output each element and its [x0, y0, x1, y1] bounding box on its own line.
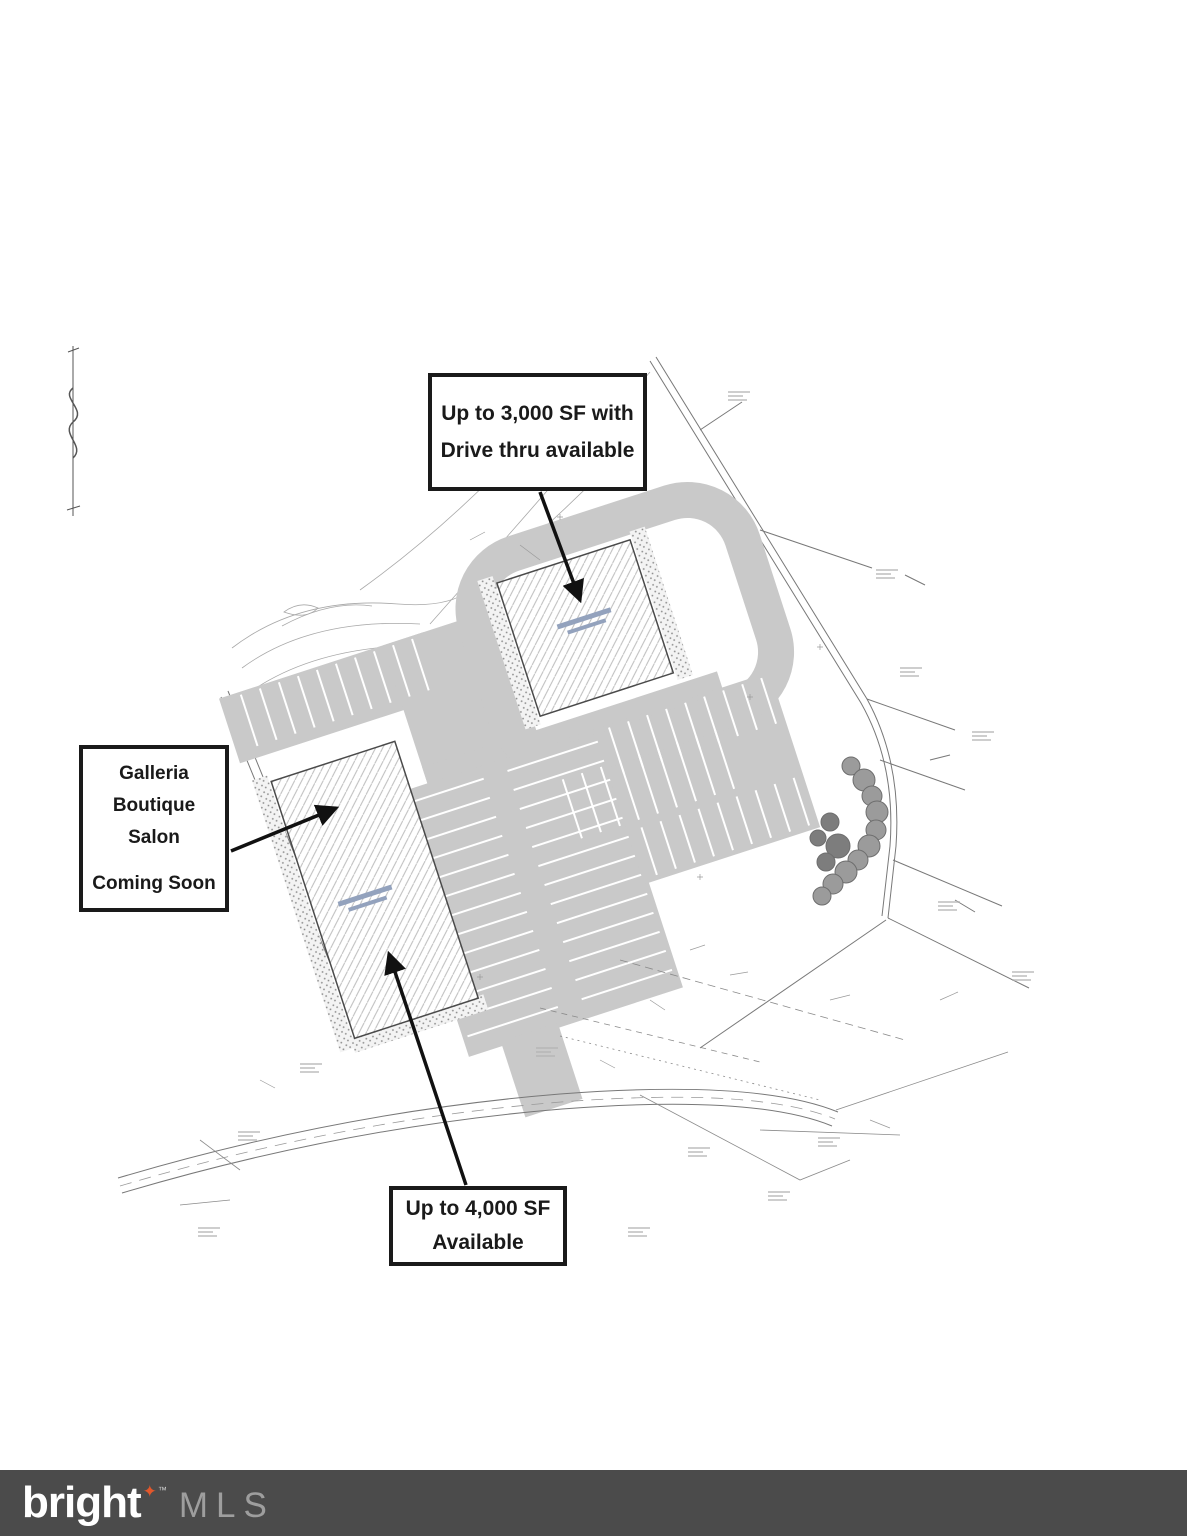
callout-galleria-line2: Boutique [112, 794, 196, 816]
star-icon: ✦ [142, 1482, 157, 1501]
arrow-to-4000sf-pad [384, 950, 468, 1186]
stream-symbol [66, 346, 81, 516]
paved-areas [218, 481, 821, 1118]
tree-symbols [809, 756, 889, 906]
brand-bar: bright ✦ ™ MLS [0, 1470, 1187, 1536]
callout-4000sf-line1: Up to 4,000 SF [405, 1197, 551, 1220]
logo-mls-text: MLS [178, 1486, 275, 1525]
landscape-buffer [251, 526, 693, 1053]
callout-galleria: Galleria Boutique Salon Coming Soon [79, 745, 229, 912]
callout-4000sf-line2: Available [432, 1231, 524, 1254]
logo-bright-text: bright [22, 1478, 142, 1527]
arrow-to-galleria-space [230, 804, 340, 853]
callout-3000sf-line2: Drive thru available [440, 439, 635, 462]
arrow-to-3000sf-pad [538, 491, 584, 604]
brightmls-logo: bright ✦ ™ MLS [22, 1481, 275, 1525]
parking-stripes [223, 638, 811, 1049]
callout-3000sf: Up to 3,000 SF with Drive thru available [428, 373, 647, 491]
building-label-smudge [337, 607, 612, 912]
callout-galleria-line1: Galleria [119, 762, 189, 784]
callout-3000sf-line1: Up to 3,000 SF with [441, 402, 634, 425]
callout-4000sf: Up to 4,000 SF Available [389, 1186, 567, 1266]
trademark-symbol: ™ [157, 1485, 167, 1495]
callout-galleria-line3: Salon [128, 826, 180, 848]
road-lines [117, 1051, 1009, 1206]
utility-lines [539, 959, 906, 1101]
callout-galleria-line4: Coming Soon [92, 872, 216, 894]
